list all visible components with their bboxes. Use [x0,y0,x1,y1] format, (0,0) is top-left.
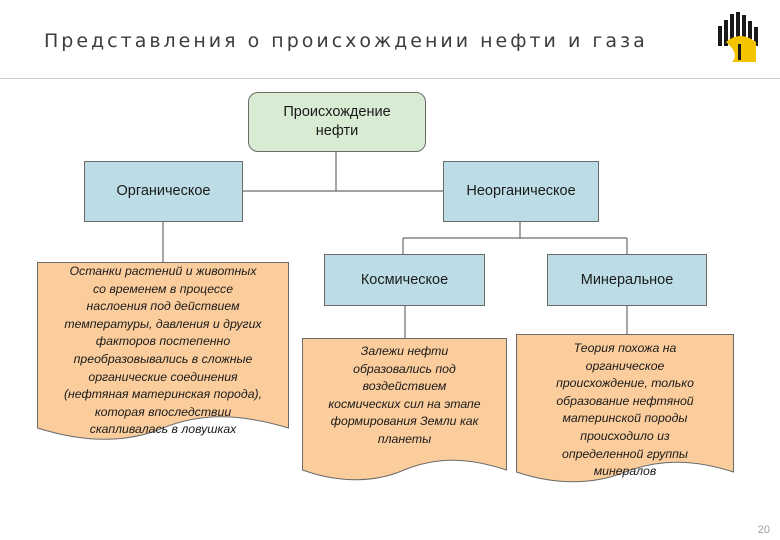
page-title: Представления о происхождении нефти и га… [44,30,648,52]
mineral-description-note: Теория похожа на органическое происхожде… [516,334,734,486]
organic-node: Органическое [84,161,243,222]
mineral-node-label: Минеральное [580,271,674,288]
organic-description-text: Останки растений и животных со временем … [63,264,263,437]
cosmic-node: Космическое [324,254,485,306]
cosmic-node-label: Космическое [360,271,449,288]
header-divider [0,78,780,79]
cosmic-description-text: Залежи нефти образовались под воздействи… [328,344,481,446]
rosneft-logo-icon [718,12,758,62]
mineral-node: Минеральное [547,254,707,306]
inorganic-node-label: Неорганическое [466,183,576,199]
cosmic-description-note: Залежи нефти образовались под воздействи… [302,338,507,484]
organic-description-note: Останки растений и животных со временем … [37,262,289,444]
page-number: 20 [757,524,770,536]
inorganic-node: Неорганическое [443,161,599,222]
root-node: Происхождение нефти [248,92,426,152]
root-node-label: Происхождение нефти [283,104,391,139]
organic-node-label: Органическое [116,183,211,199]
mineral-description-text: Теория похожа на органическое происхожде… [556,341,694,479]
